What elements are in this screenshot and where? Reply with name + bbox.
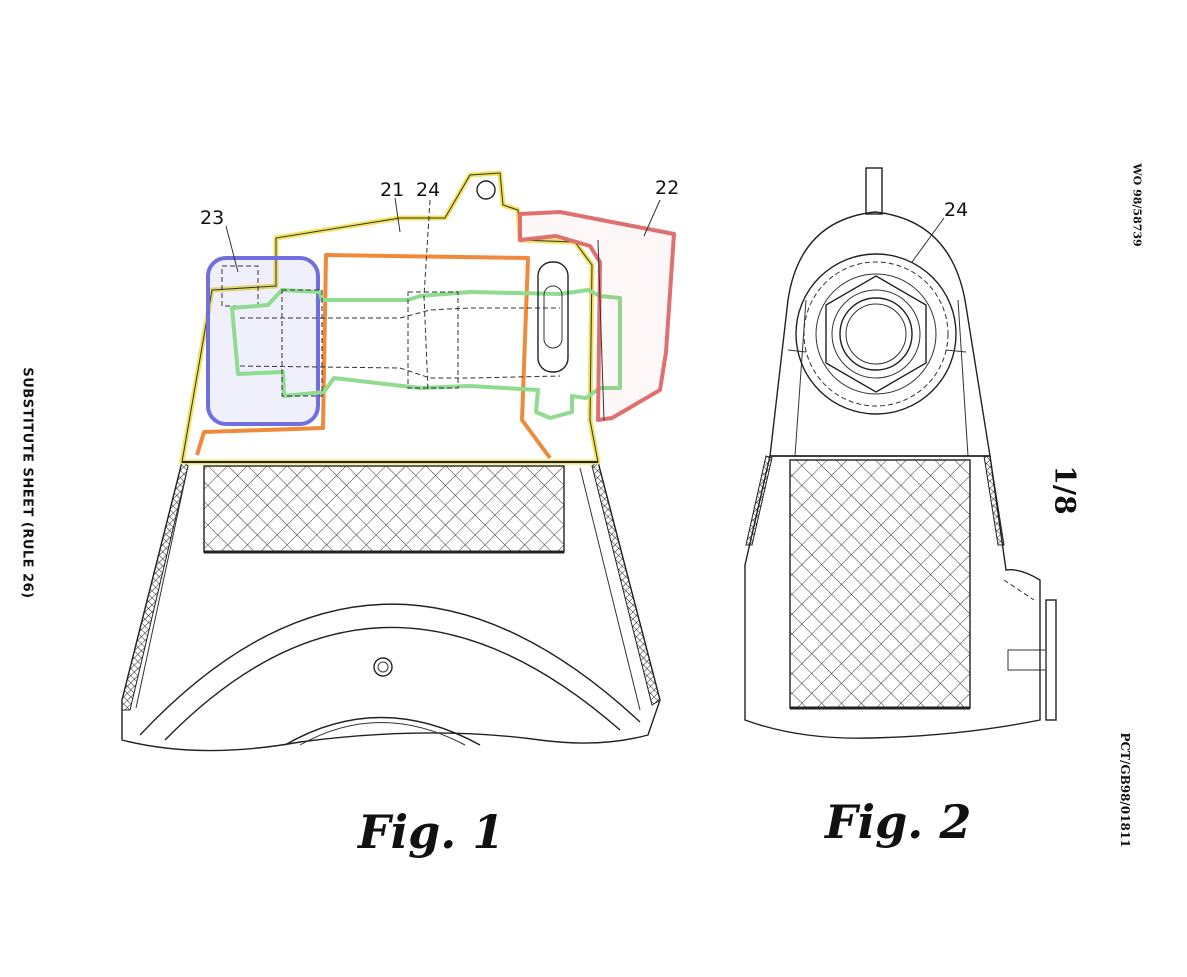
- substitute-sheet-label: SUBSTITUTE SHEET (RULE 26): [19, 367, 35, 599]
- fig1-red-bracket: [518, 210, 676, 422]
- fig-2-caption: Fig. 2: [823, 795, 971, 849]
- application-number: PCT/GB98/01811: [1118, 732, 1132, 848]
- fig1-housing: [179, 170, 601, 465]
- fig1-orange-member: [195, 253, 552, 460]
- ref-23: 23: [200, 207, 224, 229]
- fig-1-caption: Fig. 1: [356, 805, 504, 859]
- fig1-blue-block: [206, 256, 320, 426]
- lifting-eye-hole: [476, 180, 496, 200]
- publication-number: WO 98/58739: [1130, 163, 1144, 247]
- fig2-outer-ring: [795, 253, 957, 415]
- ref-21: 21: [380, 179, 404, 201]
- figure-2: 24 Fig. 2: [744, 167, 1057, 849]
- figure-1: 23 21 24 22 Fig. 1: [121, 170, 679, 859]
- ref-22: 22: [655, 177, 679, 199]
- fig1-bolt: [230, 288, 622, 420]
- sheet-number: 1/8: [1048, 465, 1082, 515]
- ref-24: 24: [416, 179, 440, 201]
- fig1-friction-pad: [203, 465, 565, 553]
- fig2-hex-nut: [825, 275, 927, 393]
- fig1-lower-body: [121, 461, 661, 752]
- fig1-slot: [537, 261, 569, 373]
- fig2-ref-24: 24: [944, 199, 968, 221]
- fig2-friction-pad: [789, 459, 971, 709]
